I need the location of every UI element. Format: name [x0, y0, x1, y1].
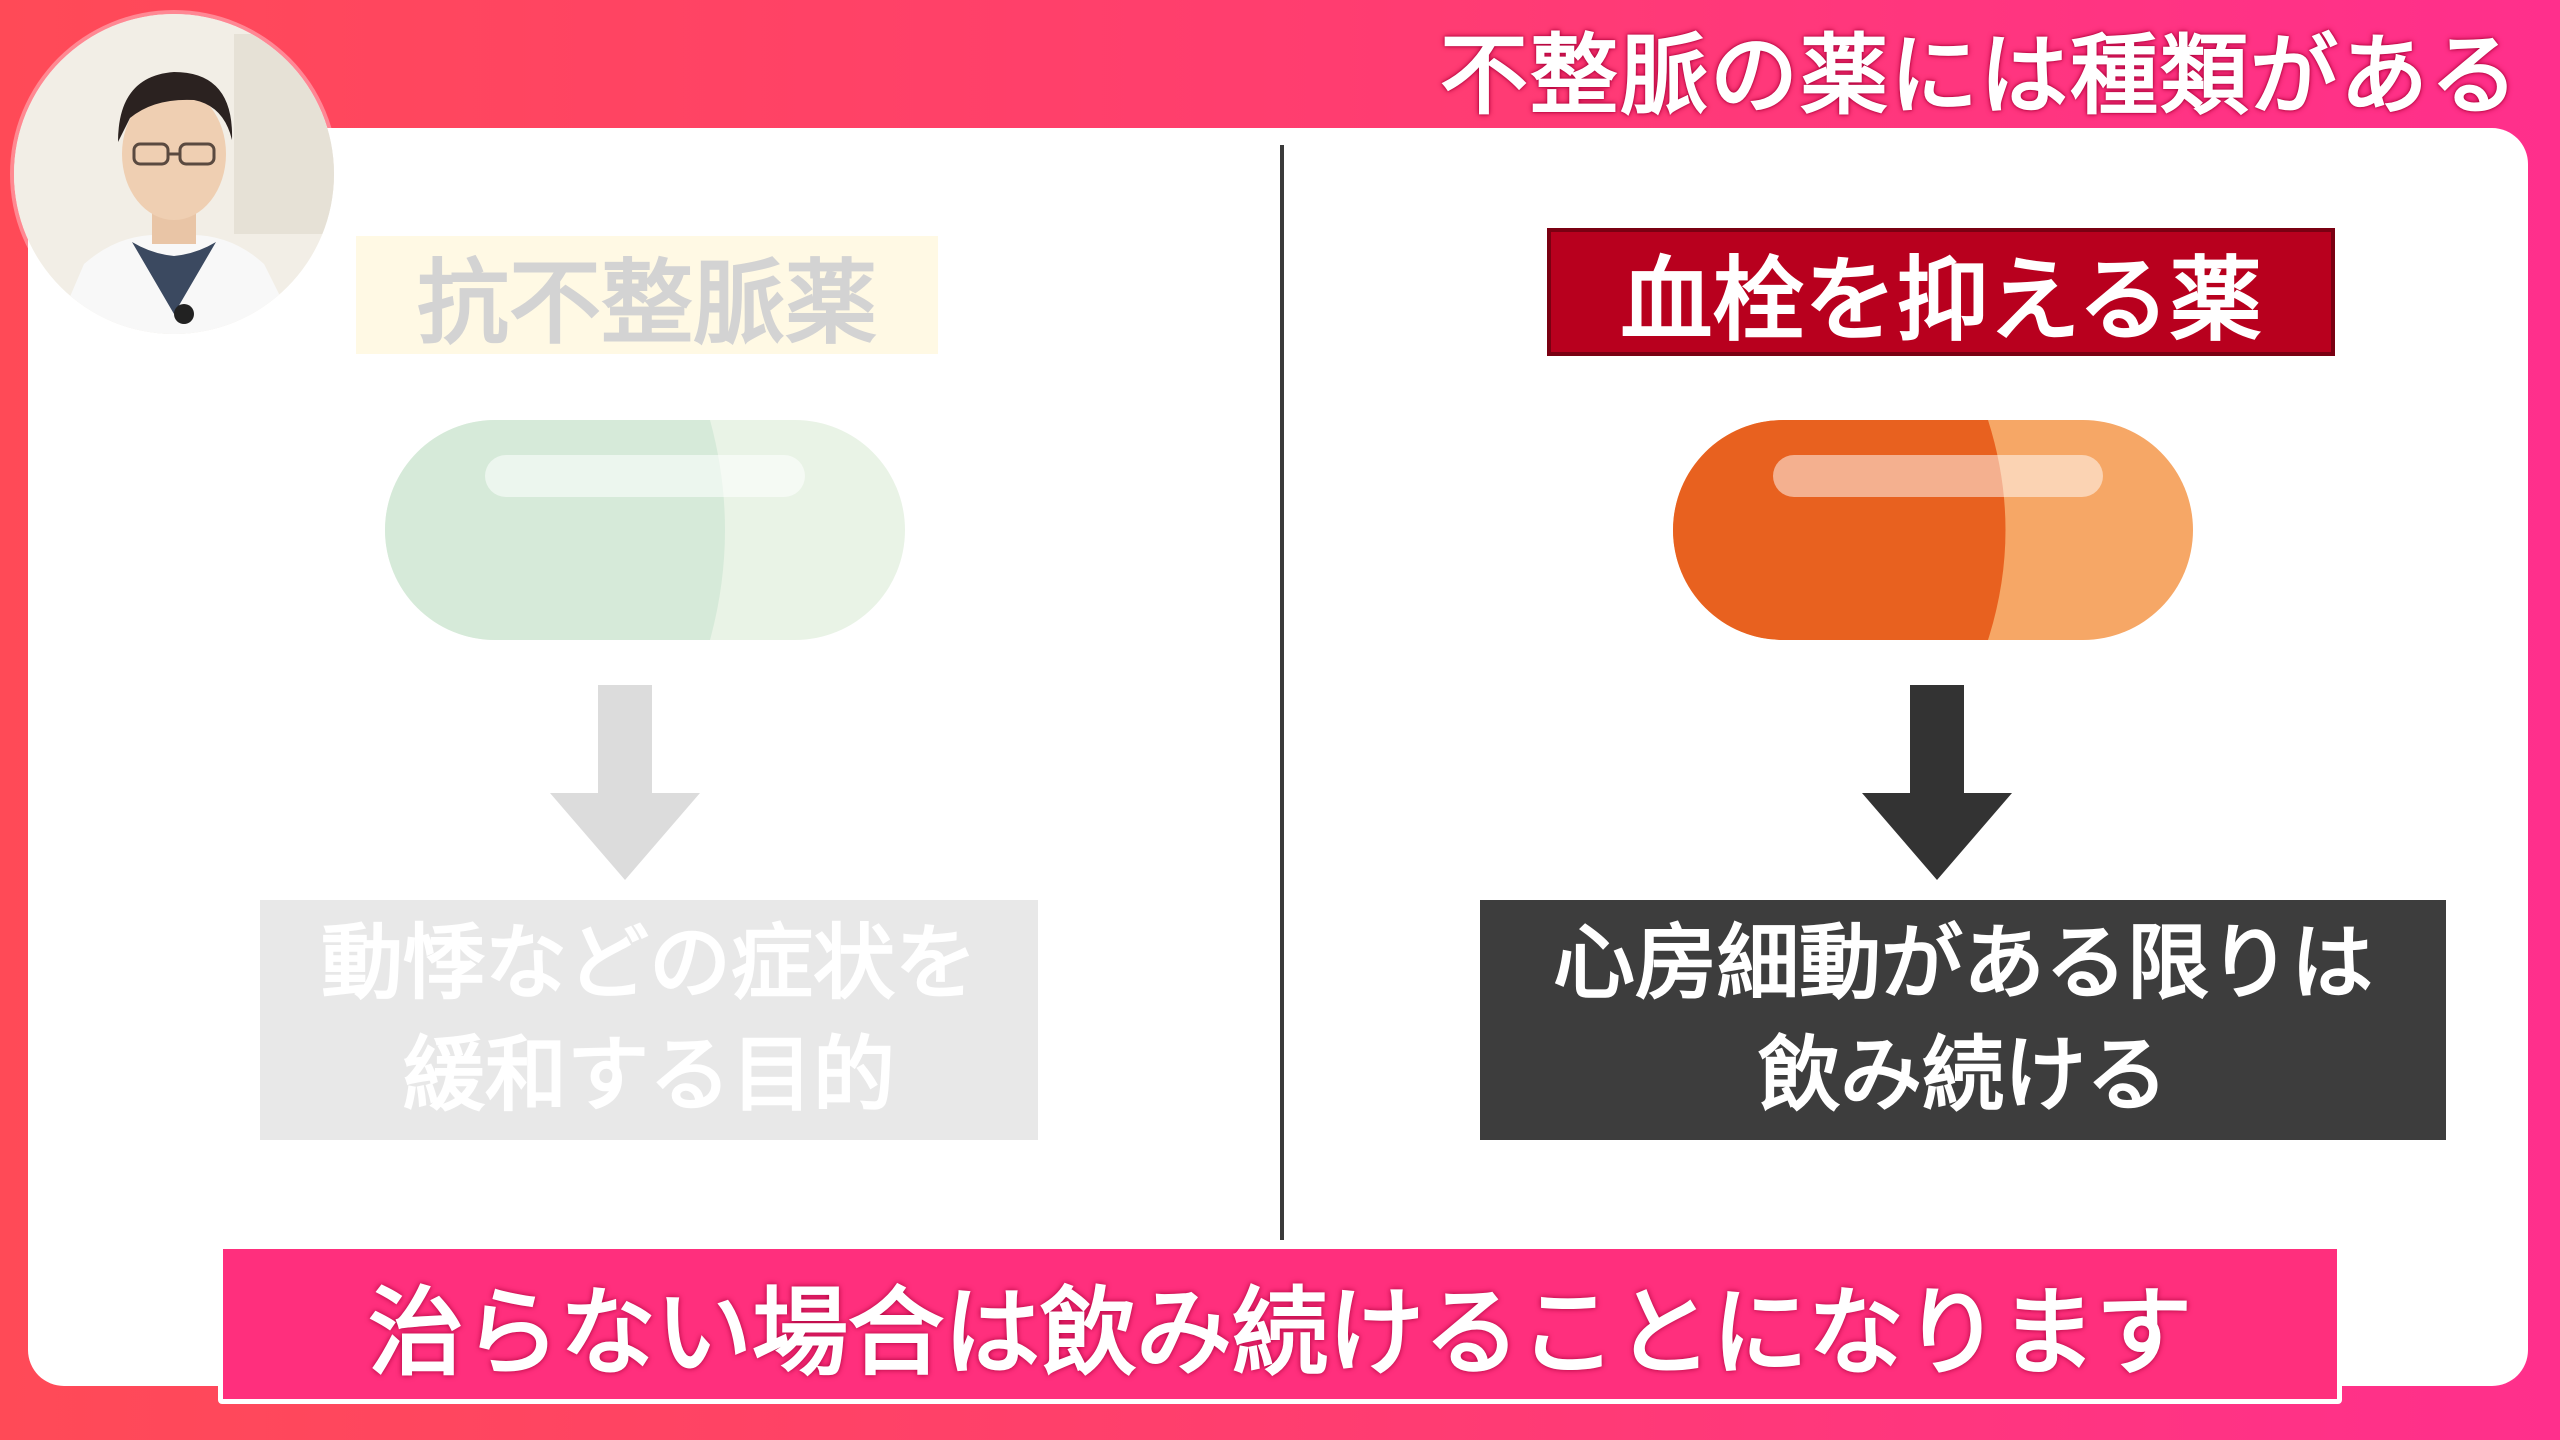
- anticoagulant-duration: 心房細動がある限りは 飲み続ける: [1480, 900, 2446, 1140]
- center-divider: [1280, 145, 1284, 1240]
- antiarrhythmic-purpose: 動悸などの症状を 緩和する目的: [260, 900, 1038, 1140]
- purpose-line: 動悸などの症状を: [320, 916, 977, 1011]
- antiarrhythmic-label: 抗不整脈薬: [356, 236, 938, 357]
- orange-capsule-icon: [1673, 420, 2193, 640]
- green-capsule-icon: [385, 420, 905, 640]
- subtitle-banner: 治らない場合は飲み続けることになります: [218, 1244, 2342, 1404]
- anticoagulant-label: 血栓を抑える薬: [1547, 228, 2335, 356]
- down-arrow-icon: [1862, 685, 2012, 880]
- purpose-line: 緩和する目的: [402, 1028, 895, 1123]
- slide-title: 不整脈の薬には種類がある: [1439, 23, 2520, 127]
- down-arrow-icon: [550, 685, 700, 880]
- presenter-avatar: [14, 14, 334, 334]
- duration-line: 心房細動がある限りは: [1552, 916, 2373, 1011]
- presenter-photo: [14, 14, 334, 334]
- duration-line: 飲み続ける: [1757, 1028, 2168, 1123]
